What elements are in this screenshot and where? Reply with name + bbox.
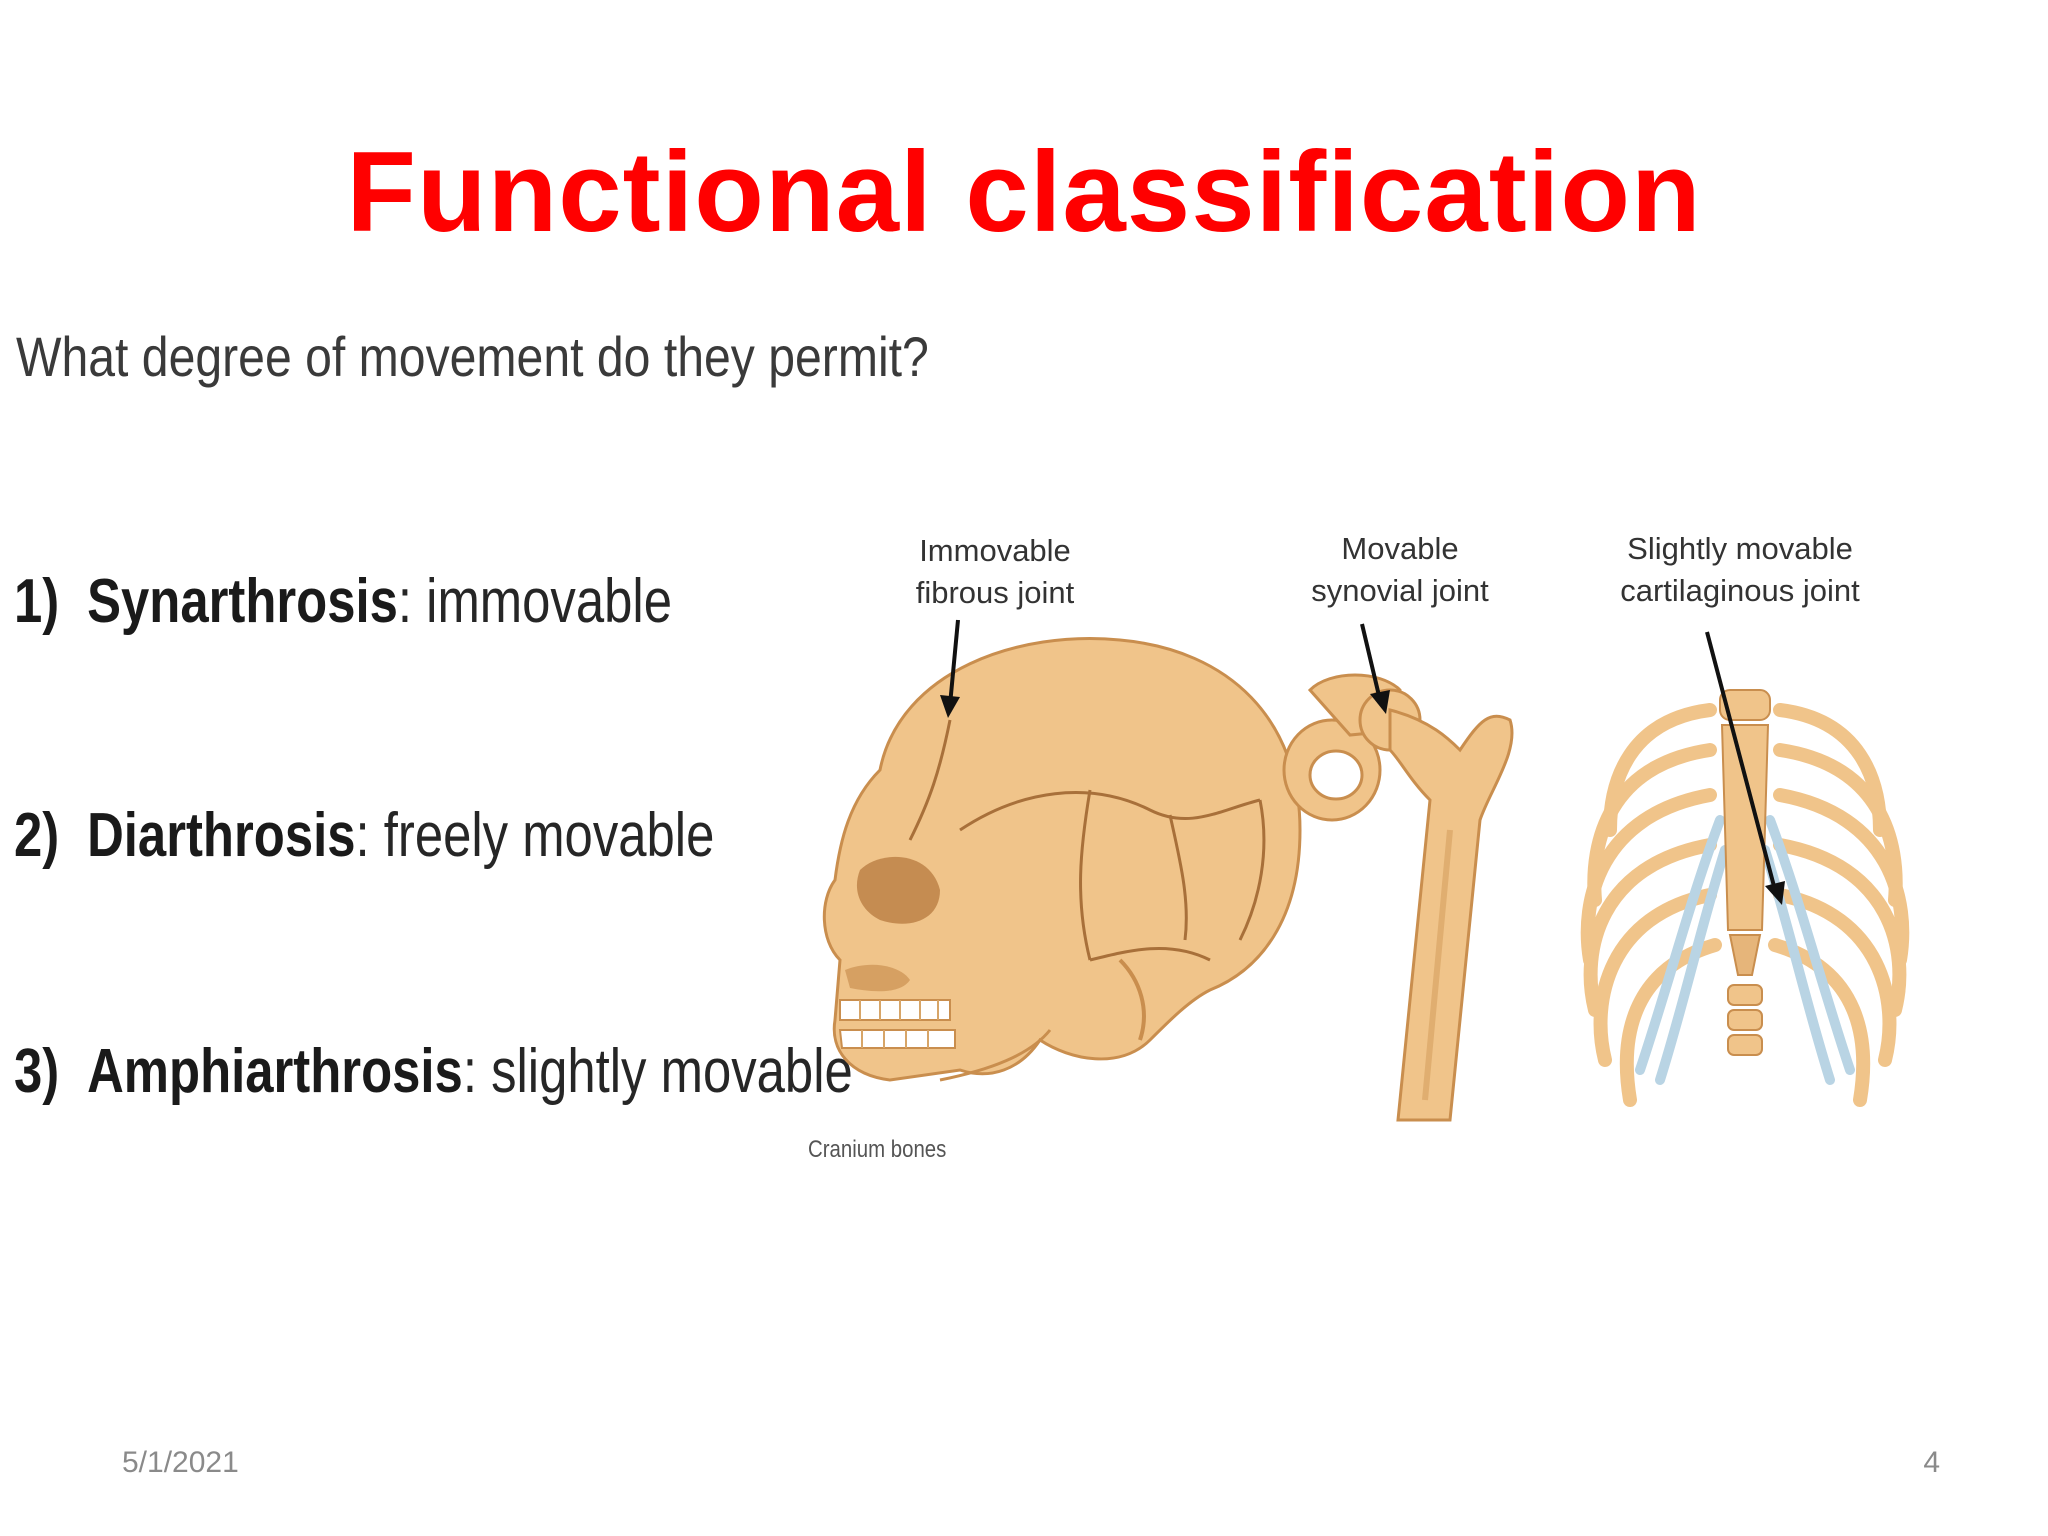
label-line: synovial joint <box>1311 573 1489 608</box>
skull-drawing <box>822 637 1302 1082</box>
label-cartilaginous-joint: Slightly movable cartilaginous joint <box>1600 528 1880 612</box>
page-number: 4 <box>1923 1446 1940 1479</box>
footer-date: 5/1/2021 <box>122 1446 239 1479</box>
item-description: slightly movable <box>476 1037 853 1106</box>
list-item-amphiarthrosis: 3) Amphiarthrosis: slightly movable <box>14 1034 853 1110</box>
item-term: Amphiarthrosis <box>87 1037 463 1106</box>
ribcage-drawing <box>1580 689 1910 1107</box>
slide-title: Functional classification <box>346 129 1702 256</box>
item-separator: : <box>355 801 370 870</box>
item-number: 2) <box>14 801 60 870</box>
label-synovial-joint: Movable synovial joint <box>1290 528 1510 612</box>
list-item-synarthrosis: 1) Synarthrosis: immovable <box>14 564 672 640</box>
item-description: immovable <box>412 567 672 636</box>
question-text: What degree of movement do they permit? <box>16 325 929 388</box>
joint-illustration <box>822 619 1910 1122</box>
item-separator: : <box>462 1037 477 1106</box>
figure-caption: Cranium bones <box>808 1136 947 1163</box>
item-term: Synarthrosis <box>87 567 398 636</box>
label-line: cartilaginous joint <box>1620 573 1860 608</box>
femur-drawing <box>1282 673 1514 1122</box>
item-separator: : <box>397 567 413 636</box>
item-number: 1) <box>14 567 60 636</box>
item-description: freely movable <box>369 801 715 870</box>
label-line: Slightly movable <box>1627 531 1853 566</box>
pointer-arrows <box>940 619 1785 905</box>
label-line: Movable <box>1341 531 1459 566</box>
label-fibrous-joint: Immovable fibrous joint <box>900 530 1090 614</box>
list-item-diarthrosis: 2) Diarthrosis: freely movable <box>14 798 714 874</box>
label-line: fibrous joint <box>915 575 1075 610</box>
item-number: 3) <box>14 1037 60 1106</box>
label-line: Immovable <box>919 533 1071 568</box>
item-term: Diarthrosis <box>87 801 356 870</box>
